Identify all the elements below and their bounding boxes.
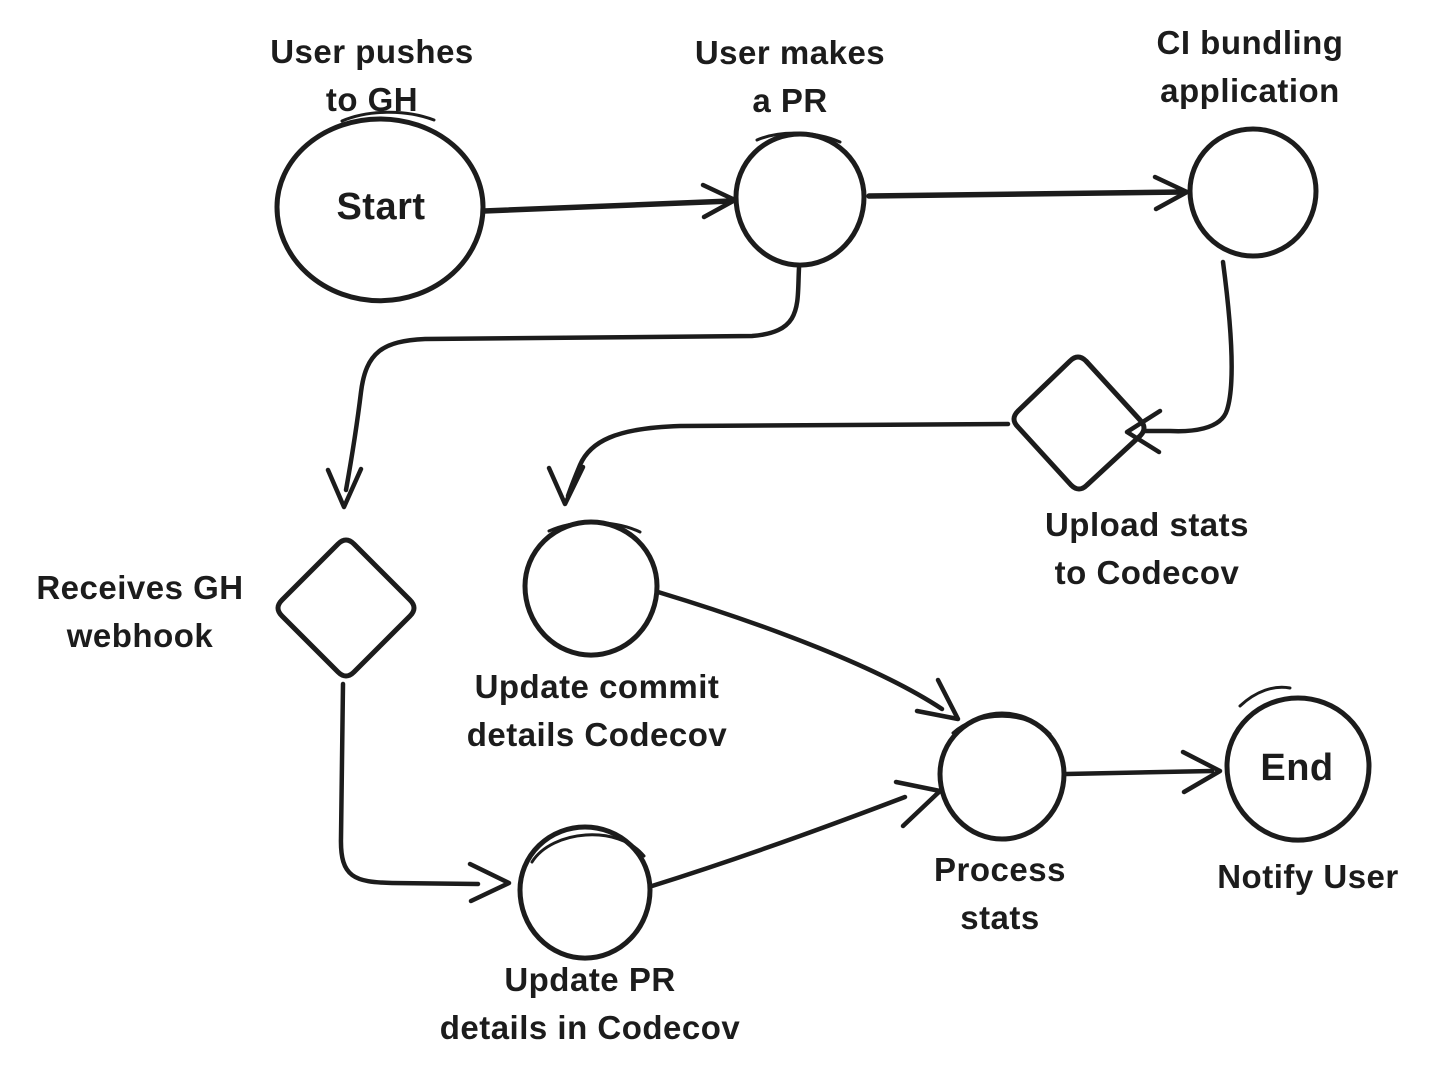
upload-stats-node [1011, 354, 1147, 492]
edge-pr-to-webhook [343, 265, 802, 493]
start-node-accent [340, 110, 436, 123]
edge-process-to-end [1063, 768, 1215, 777]
arrowhead-ci-to-upload [1124, 408, 1163, 455]
edge-upload-to-update-commit [565, 421, 1011, 499]
arrowhead-pr-to-ci [1152, 174, 1190, 212]
arrowhead-update-pr-to-process [893, 779, 943, 829]
arrowhead-pr-to-webhook [325, 466, 364, 510]
edge-update-pr-to-process [649, 794, 908, 889]
edge-ci-to-upload [1139, 259, 1234, 434]
edge-pr-to-ci [866, 189, 1187, 199]
user-makes-pr-node-accent [755, 131, 842, 144]
edge-update-commit-to-process [655, 589, 945, 712]
arrowhead-start-to-pr [700, 182, 738, 220]
edge-start-to-pr [481, 198, 734, 214]
receives-webhook-node [275, 537, 417, 679]
process-stats-node-accent [951, 714, 1052, 736]
end-node-accent [1238, 685, 1292, 708]
ci-bundling-node [1187, 126, 1319, 259]
start-node [274, 116, 486, 304]
arrowhead-upload-to-update-commit [546, 464, 586, 507]
update-pr-node-accent [530, 833, 646, 864]
process-stats-node [937, 711, 1067, 842]
edge-webhook-to-update-pr [338, 681, 481, 887]
update-pr-node [517, 824, 653, 961]
user-makes-pr-node [733, 131, 867, 268]
arrowhead-process-to-end [1180, 749, 1223, 795]
arrowhead-webhook-to-update-pr [467, 861, 512, 904]
arrowhead-update-commit-to-process [914, 677, 961, 722]
update-commit-node-accent [547, 521, 642, 534]
end-node [1224, 695, 1372, 843]
update-commit-node [522, 519, 660, 658]
